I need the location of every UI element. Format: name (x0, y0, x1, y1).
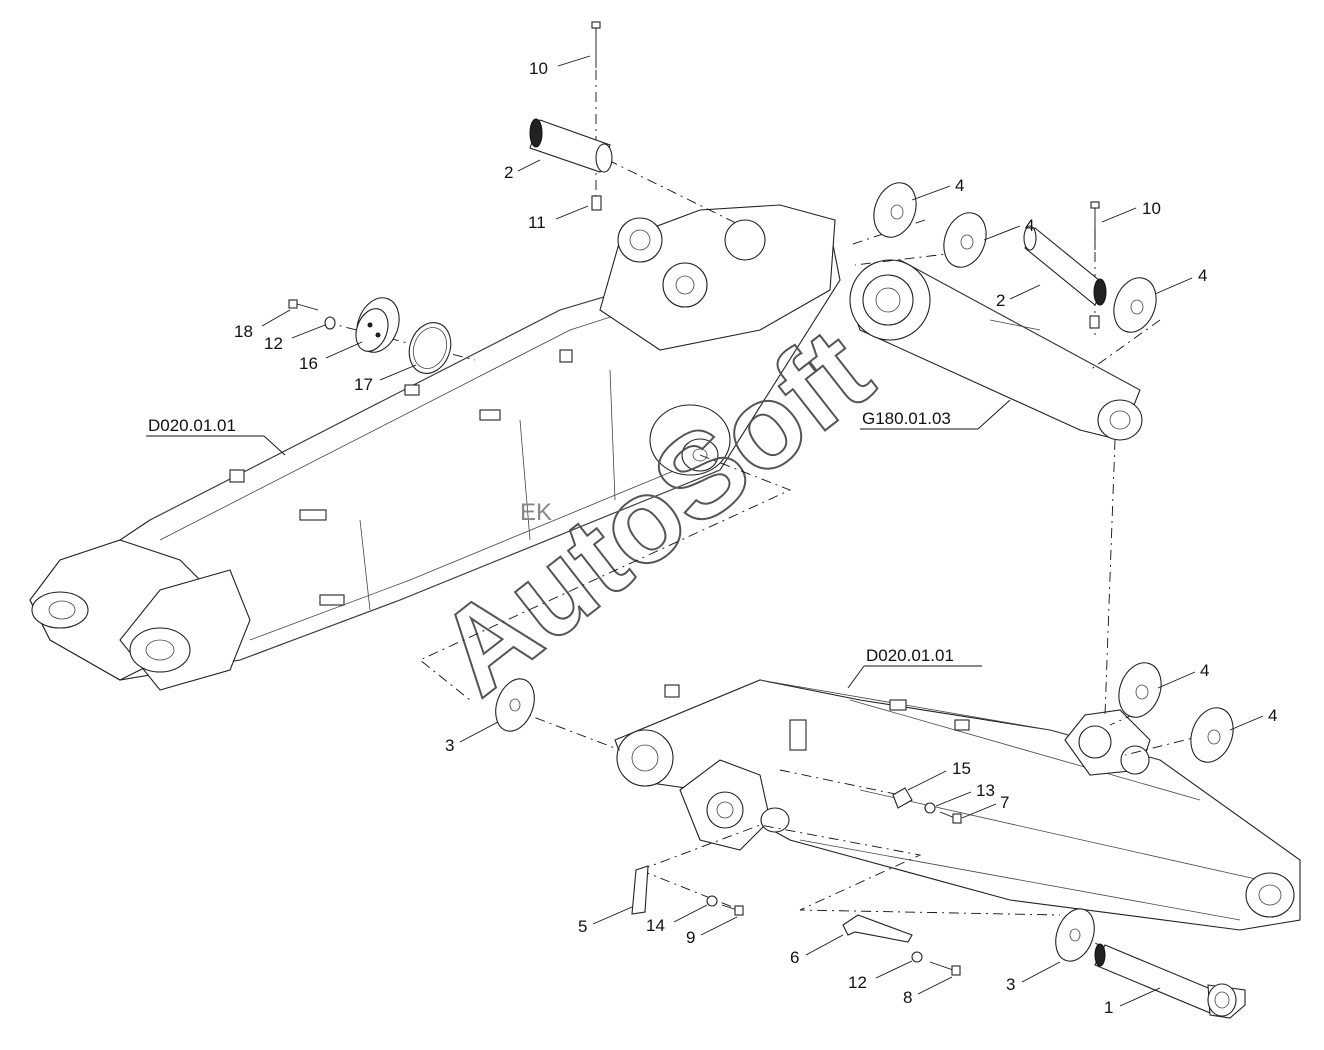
hydraulic-cylinder (849, 259, 1143, 441)
callouts: 10 2 11 4 4 10 2 4 18 12 16 17 3 4 4 15 (234, 55, 1277, 1017)
loose-parts (288, 21, 1246, 1019)
callout-7: 7 (1000, 793, 1009, 812)
callout-5: 5 (578, 917, 587, 936)
washer-part-4e (1190, 707, 1234, 763)
nut-part-11b (1089, 315, 1100, 329)
ring-part-17 (408, 322, 452, 374)
callout-6: 6 (790, 948, 799, 967)
svg-text:EK: EK (520, 499, 552, 526)
bracket-part-15 (892, 787, 913, 809)
callout-1: 1 (1104, 998, 1113, 1017)
pin-part-2b (1023, 225, 1107, 306)
callout-12b: 12 (848, 973, 867, 992)
callout-3b: 3 (1006, 975, 1015, 994)
callout-17: 17 (354, 375, 373, 394)
washer-part-12a (324, 316, 336, 330)
callout-9: 9 (686, 928, 695, 947)
callout-10a: 10 (529, 59, 548, 78)
bolt-part-10b (1090, 201, 1100, 250)
ref-cylinder: G180.01.03 (862, 409, 951, 428)
washer-part-3b (1055, 908, 1095, 962)
cap-part-16 (355, 297, 400, 353)
bolt-part-10a (591, 21, 601, 68)
bracket-part-6 (842, 914, 913, 943)
reference-labels: D020.01.01 G180.01.03 D020.01.01 (146, 399, 1011, 689)
callout-2a: 2 (504, 163, 513, 182)
callout-15: 15 (952, 759, 971, 778)
washer-part-4a (873, 182, 917, 238)
pin-part-2a (529, 118, 613, 173)
callout-2b: 2 (996, 291, 1005, 310)
nut-part-11 (591, 195, 602, 211)
callout-18: 18 (234, 322, 253, 341)
lower-boom-assembly (614, 679, 1301, 931)
callout-16: 16 (299, 354, 318, 373)
bolt-part-18 (288, 299, 319, 311)
washer-part-4d (1118, 662, 1162, 718)
ref-upper-boom: D020.01.01 (148, 416, 236, 435)
plate-part-5 (631, 865, 649, 915)
washer-part-3a (495, 678, 535, 732)
bolt-part-8 (929, 961, 961, 976)
callout-12a: 12 (264, 334, 283, 353)
callout-3a: 3 (445, 736, 454, 755)
bolt-part-7 (939, 811, 962, 824)
callout-4d: 4 (1200, 661, 1209, 680)
ref-lower-boom: D020.01.01 (866, 646, 954, 665)
callout-14: 14 (646, 916, 665, 935)
pin-part-1 (1094, 943, 1246, 1019)
washer-part-13 (924, 802, 936, 814)
washer-part-14 (706, 895, 718, 907)
upper-boom-assembly: EK (29, 204, 841, 691)
washer-part-4c (1113, 277, 1157, 333)
callout-4a: 4 (955, 176, 964, 195)
callout-10b: 10 (1142, 199, 1161, 218)
callout-4c: 4 (1198, 266, 1207, 285)
washer-part-4b (943, 212, 987, 268)
callout-4e: 4 (1268, 706, 1277, 725)
washer-part-12b (911, 951, 923, 963)
callout-4b: 4 (1025, 216, 1034, 235)
callout-13: 13 (976, 781, 995, 800)
callout-8: 8 (903, 988, 912, 1007)
callout-11: 11 (528, 213, 546, 232)
bolt-part-9 (721, 904, 744, 916)
